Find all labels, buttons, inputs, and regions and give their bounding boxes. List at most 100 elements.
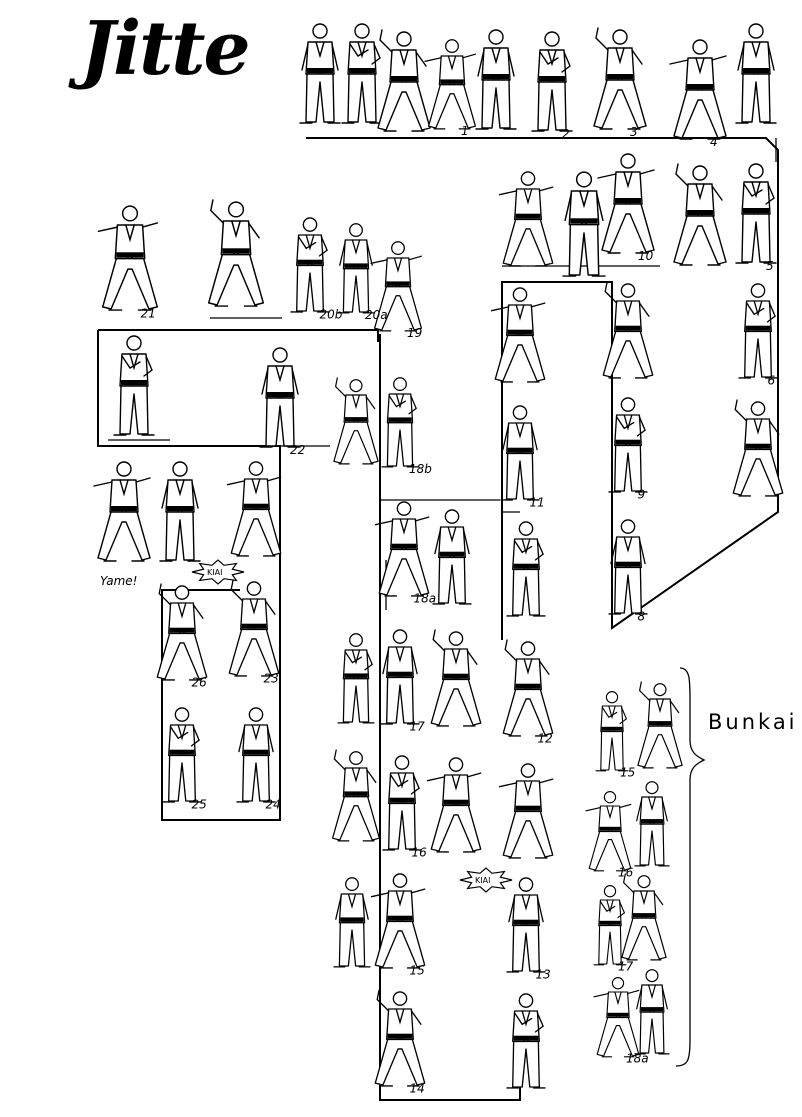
- karateka-figure-move-20b: [290, 217, 330, 313]
- karateka-figure-bunkai-16: [585, 791, 632, 872]
- karateka-figure-move-10b: [490, 287, 546, 383]
- karateka-figure-move-3: [593, 27, 647, 130]
- karateka-figure-move-16c: [426, 757, 482, 853]
- karateka-figure-start-b: [341, 23, 383, 124]
- karateka-figure-move-12: [502, 639, 554, 737]
- karateka-figure-move-11: [500, 405, 540, 501]
- move-number-move-9: 9: [638, 488, 646, 502]
- move-number-move-4: 4: [710, 135, 718, 149]
- move-number-bunkai-18: 18a: [626, 1051, 649, 1065]
- karateka-figure-move-17c: [430, 629, 482, 727]
- karateka-figure-move-8b: [602, 281, 654, 379]
- karateka-figure-move-25: [162, 707, 202, 803]
- move-number-move-14: 14: [410, 1082, 425, 1096]
- karateka-figure-move-19: [370, 241, 423, 332]
- move-number-move-12: 12: [538, 732, 553, 746]
- move-number-move-24: 24: [266, 798, 281, 812]
- karateka-figure-bunkai-18b: [634, 969, 670, 1055]
- karateka-figure-move-21: [97, 205, 159, 311]
- karateka-figure-move-18b-b: [333, 377, 379, 465]
- karateka-figure-bunkai-16b: [634, 781, 670, 867]
- karateka-figure-move-21b: [207, 199, 265, 307]
- karateka-figure-move-1b: [475, 29, 517, 130]
- karateka-figure-move-2: [531, 31, 573, 132]
- karateka-figure-move-16: [382, 755, 422, 851]
- move-number-move-16: 16: [412, 846, 428, 860]
- karateka-figure-move-23: [228, 579, 280, 677]
- move-number-move-1: 1: [461, 124, 469, 138]
- move-number-move-2: 2: [562, 127, 570, 141]
- page-title: Jitte: [80, 6, 251, 92]
- karateka-figure-bunkai-17: [593, 885, 627, 966]
- move-number-move-20a: 20a: [365, 308, 388, 322]
- karateka-figure-move-26: [156, 583, 208, 681]
- karateka-figure-bunkai-15b: [637, 681, 683, 769]
- bunkai-label: Bunkai: [708, 710, 798, 734]
- karateka-figure-move-20a: [337, 223, 375, 314]
- kiai-upper-burst: KIAI: [191, 559, 245, 585]
- yame-label: Yame!: [100, 574, 138, 588]
- move-number-move-22: 22: [290, 443, 305, 457]
- flow-lines: [97, 137, 779, 1101]
- karateka-figure-move-17b: [337, 633, 375, 724]
- karateka-figure-bunkai-17b: [621, 873, 667, 961]
- karateka-figure-move-12b: [498, 763, 554, 859]
- karateka-figure-start-a: [299, 23, 341, 124]
- move-number-move-13: 13: [536, 968, 551, 982]
- karateka-figure-move-22: [259, 347, 301, 448]
- move-number-move-18a: 18a: [414, 592, 437, 606]
- karateka-figure-move-23b: [226, 461, 282, 557]
- figures: [93, 23, 784, 1089]
- karateka-figure-move-13: [506, 877, 546, 973]
- karateka-figure-move-17: [380, 629, 420, 725]
- karateka-figure-move-9: [608, 397, 648, 493]
- karateka-figure-move-10: [597, 153, 655, 254]
- karateka-figure-move-15b: [333, 877, 371, 968]
- move-number-move-10: 10: [638, 249, 654, 263]
- karateka-figure-move-5b: [673, 163, 727, 266]
- karateka-figure-move-5: [735, 163, 777, 264]
- move-number-move-26: 26: [192, 676, 208, 690]
- karateka-figure-bunkai-15: [595, 691, 629, 772]
- karateka-figure-move-8: [608, 519, 648, 615]
- karateka-figure-move-22b: [113, 335, 155, 436]
- kiai-lower-burst: KIAI: [459, 867, 513, 893]
- karateka-figure-move-1: [424, 39, 477, 130]
- move-number-move-8: 8: [638, 610, 646, 624]
- karateka-figure-move-4b: [735, 23, 777, 124]
- karateka-figure-start-c: [377, 29, 431, 132]
- bunkai-brace: [675, 667, 706, 1067]
- move-number-move-3: 3: [630, 125, 638, 139]
- move-number-move-18b: 18b: [409, 462, 432, 476]
- move-number-move-19: 19: [407, 326, 422, 340]
- karateka-figure-move-7: [732, 399, 784, 497]
- karateka-figure-end-a: [93, 461, 151, 562]
- karateka-figure-end-b: [159, 461, 201, 562]
- move-number-move-5: 5: [766, 259, 774, 273]
- karateka-figure-move-6a: [498, 171, 554, 267]
- karateka-figure-move-18b: [381, 377, 419, 468]
- move-number-bunkai-17: 17: [618, 959, 634, 973]
- kiai-upper-text: KIAI: [207, 568, 222, 577]
- karateka-figure-move-6b: [738, 283, 778, 379]
- karateka-figure-move-14: [374, 989, 426, 1087]
- move-number-move-21: 21: [141, 306, 156, 320]
- move-number-move-15: 15: [410, 964, 425, 978]
- karateka-figure-bunkai-18: [593, 977, 640, 1058]
- move-number-move-11: 11: [530, 496, 545, 510]
- karateka-figure-move-11b: [506, 521, 546, 617]
- move-number-move-23: 23: [264, 672, 279, 686]
- karateka-figure-move-16b: [331, 749, 381, 842]
- move-number-bunkai-16: 16: [618, 865, 634, 879]
- move-number-move-20b: 20b: [320, 308, 343, 322]
- karateka-figure-move-4: [669, 39, 727, 140]
- move-number-move-17: 17: [410, 720, 426, 734]
- karateka-figure-move-18a: [374, 501, 430, 597]
- karateka-figure-move-18a-b: [432, 509, 472, 605]
- karateka-figure-move-15: [370, 873, 426, 969]
- move-number-move-25: 25: [192, 798, 207, 812]
- karateka-figure-move-13b: [506, 993, 546, 1089]
